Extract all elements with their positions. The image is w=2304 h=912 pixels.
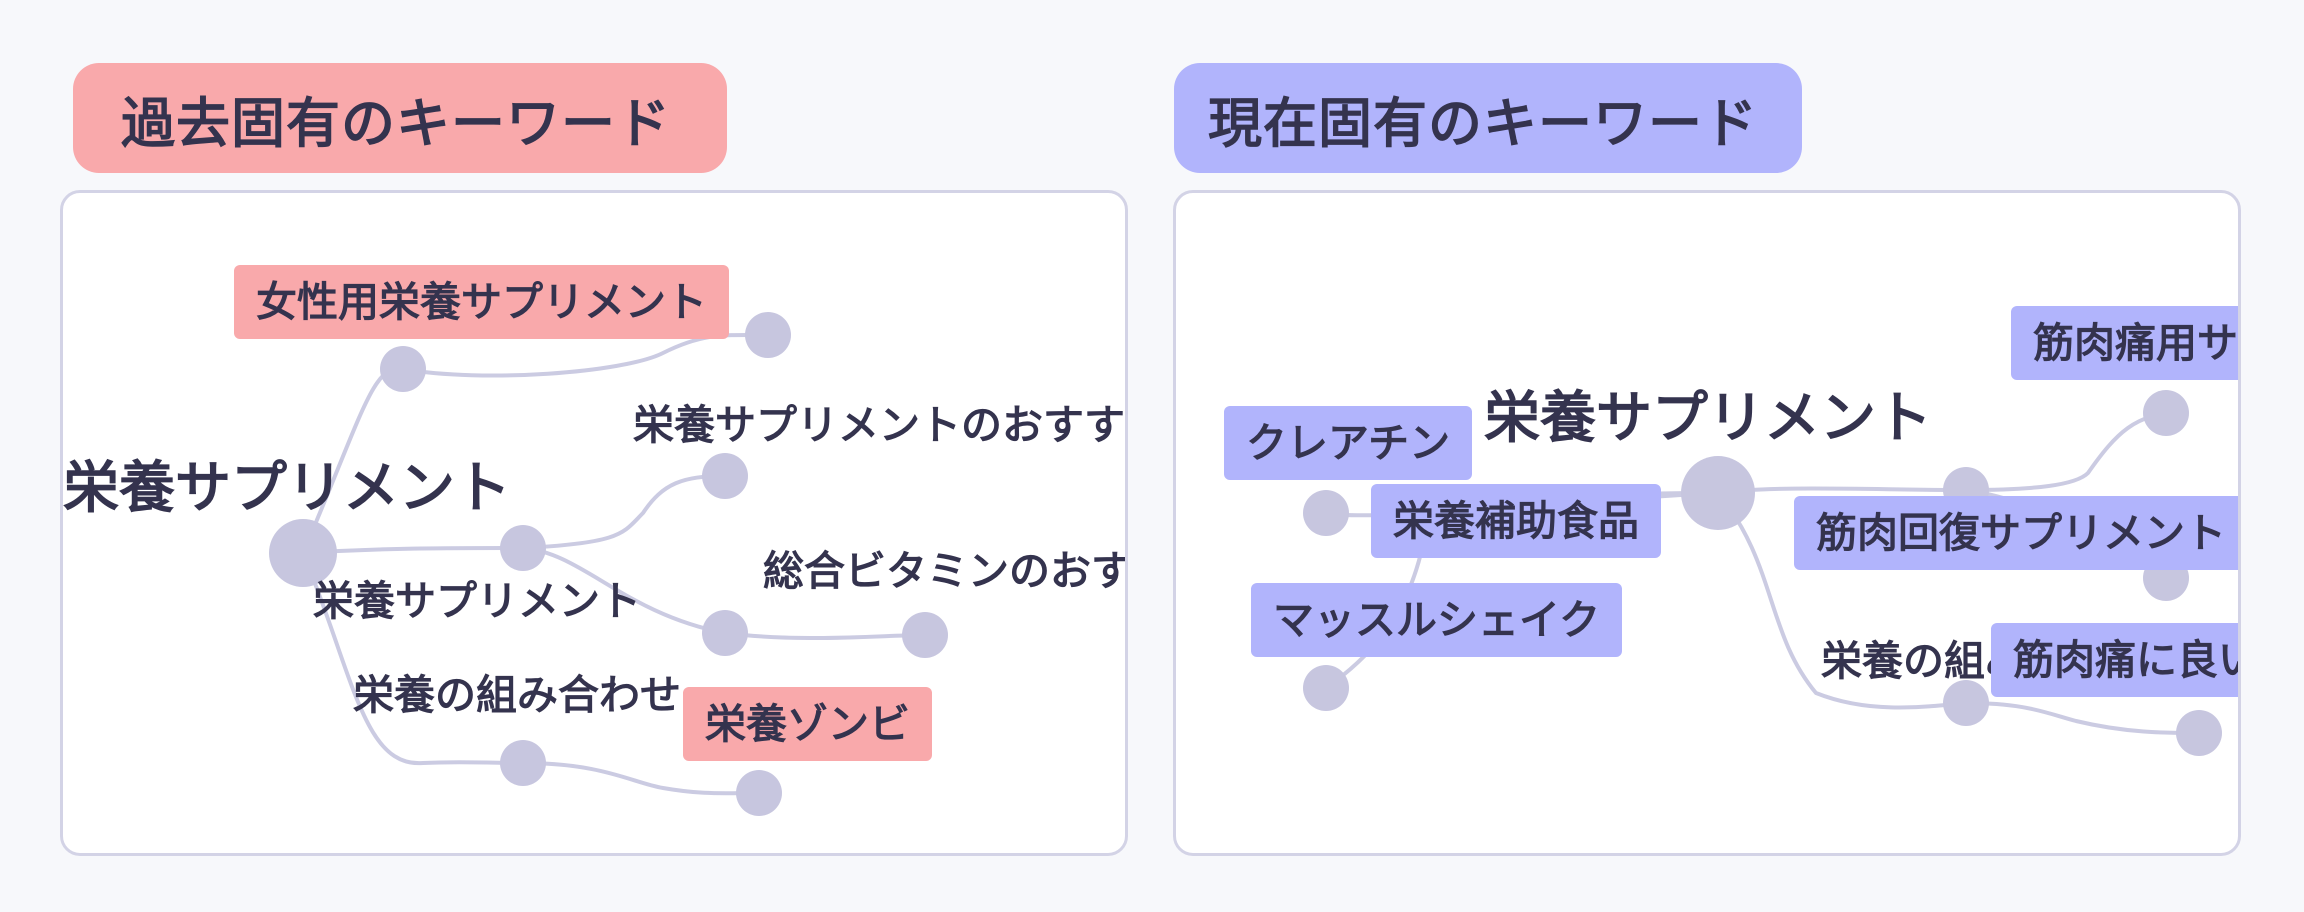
present-root-node <box>1681 456 1755 530</box>
link-combination-good <box>1965 701 2200 735</box>
link-combination-zombie <box>522 761 760 796</box>
past-supplement-label: 栄養サプリメント <box>313 577 641 625</box>
present-good-food-label: 筋肉痛に良い食べ物 <box>1991 623 2238 697</box>
past-combination-node <box>500 740 546 786</box>
past-women-supplement-label: 女性用栄養サプリメント <box>234 265 729 339</box>
present-combination-node <box>1943 680 1989 726</box>
present-keywords-header: 現在固有のキーワード <box>1174 63 1802 173</box>
link-root-combination <box>1716 491 1967 710</box>
past-recommended-node <box>702 453 748 499</box>
past-mid-node <box>500 525 546 571</box>
past-keyword-tree-panel: 栄養サプリメント 女性用栄養サプリメント 栄養サプリメントのおすすめ 栄養サプリ… <box>60 190 1128 856</box>
link-mid-recommended <box>522 474 726 550</box>
present-muscle-recovery-label: 筋肉回復サプリメント <box>1794 496 2238 570</box>
past-recommended-label: 栄養サプリメントのおすすめ <box>633 401 1128 449</box>
past-women-leaf-node <box>745 312 791 358</box>
link-women-leaf <box>402 332 769 378</box>
past-multivitamin-node <box>902 612 948 658</box>
past-zombie-label: 栄養ゾンビ <box>683 687 932 761</box>
present-root-label: 栄養サプリメント <box>1484 386 1932 451</box>
past-multivitamin-mid-node <box>702 610 748 656</box>
present-good-food-node <box>2176 710 2222 756</box>
present-muscle-pain-supplement-label: 筋肉痛用サプリメント <box>2011 306 2238 380</box>
present-nutritional-aid-label: 栄養補助食品 <box>1371 484 1661 558</box>
present-shake-node <box>1303 665 1349 711</box>
past-women-node <box>380 346 426 392</box>
past-multivitamin-label: 総合ビタミンのおすすめ <box>763 547 1128 595</box>
past-root-node <box>269 519 337 587</box>
past-combination-label: 栄養の組み合わせ <box>353 671 681 719</box>
present-keyword-tree-panel: 栄養サプリメント クレアチン 栄養補助食品 マッスルシェイク 筋肉痛用サプリメン… <box>1173 190 2241 856</box>
present-muscle-shake-label: マッスルシェイク <box>1251 583 1623 657</box>
past-zombie-node <box>736 770 782 816</box>
past-keywords-header: 過去固有のキーワード <box>73 63 727 173</box>
link-root-combination <box>301 552 524 766</box>
present-muscle-pain-node <box>2143 390 2189 436</box>
present-creatine-node <box>1303 490 1349 536</box>
past-root-label: 栄養サプリメント <box>63 456 511 521</box>
present-creatine-label: クレアチン <box>1224 406 1473 480</box>
link-root-muscle <box>1717 486 1967 495</box>
